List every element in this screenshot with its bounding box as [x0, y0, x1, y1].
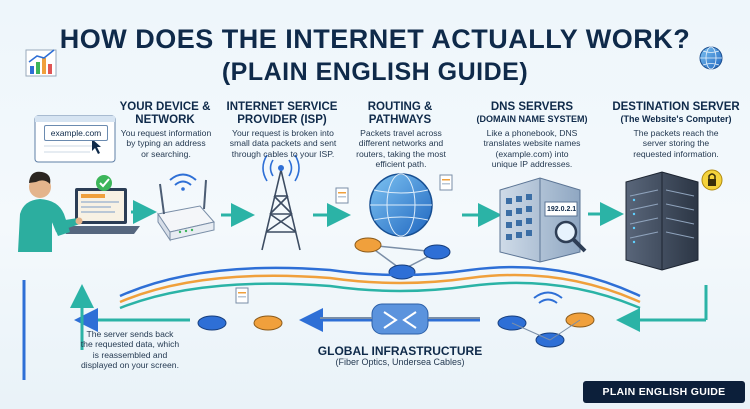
step-heading: ROUTING &PATHWAYS — [367, 101, 433, 126]
magnifier-icon — [554, 220, 587, 253]
url-bar: example.com — [44, 125, 108, 141]
step-heading: DNS SERVERS — [490, 101, 574, 113]
wifi-icon — [533, 291, 563, 304]
document-icon — [235, 287, 249, 304]
guide-badge: PLAIN ENGLISH GUIDE — [583, 381, 745, 403]
router-node — [197, 312, 595, 348]
bar-chart-icon — [25, 49, 57, 77]
infrastructure-subtitle: (Fiber Optics, Undersea Cables) — [335, 357, 465, 367]
step-heading: DESTINATION SERVER — [612, 101, 740, 113]
server-rack-icon — [625, 171, 699, 271]
globe-network-icon — [369, 173, 433, 237]
page-subtitle: (PLAIN ENGLISH GUIDE) — [221, 58, 529, 86]
ip-address-label: 192.0.2.1 — [547, 206, 577, 213]
laptop-icon — [60, 188, 140, 234]
cell-tower-icon — [261, 165, 301, 251]
globe-network-icon — [320, 303, 480, 335]
step-heading: YOUR DEVICE & NETWORK — [119, 101, 211, 126]
signal-waves-icon — [262, 154, 300, 182]
document-icon — [335, 174, 453, 204]
fiber-cables — [119, 265, 641, 310]
person-icon — [18, 171, 83, 252]
check-icon — [96, 175, 112, 191]
router-icon — [157, 179, 215, 242]
infrastructure-title: GLOBAL INFRASTRUCTURE — [317, 344, 483, 358]
dns-building-icon — [499, 177, 581, 263]
wifi-icon — [169, 173, 197, 191]
step-heading: (DOMAIN NAME SYSTEM) — [476, 114, 588, 124]
lock-icon — [701, 169, 723, 191]
globe-icon — [699, 46, 723, 70]
page-title: HOW DOES THE INTERNET ACTUALLY WORK? — [59, 24, 691, 54]
step-heading: (The Website's Computer) — [620, 114, 732, 124]
